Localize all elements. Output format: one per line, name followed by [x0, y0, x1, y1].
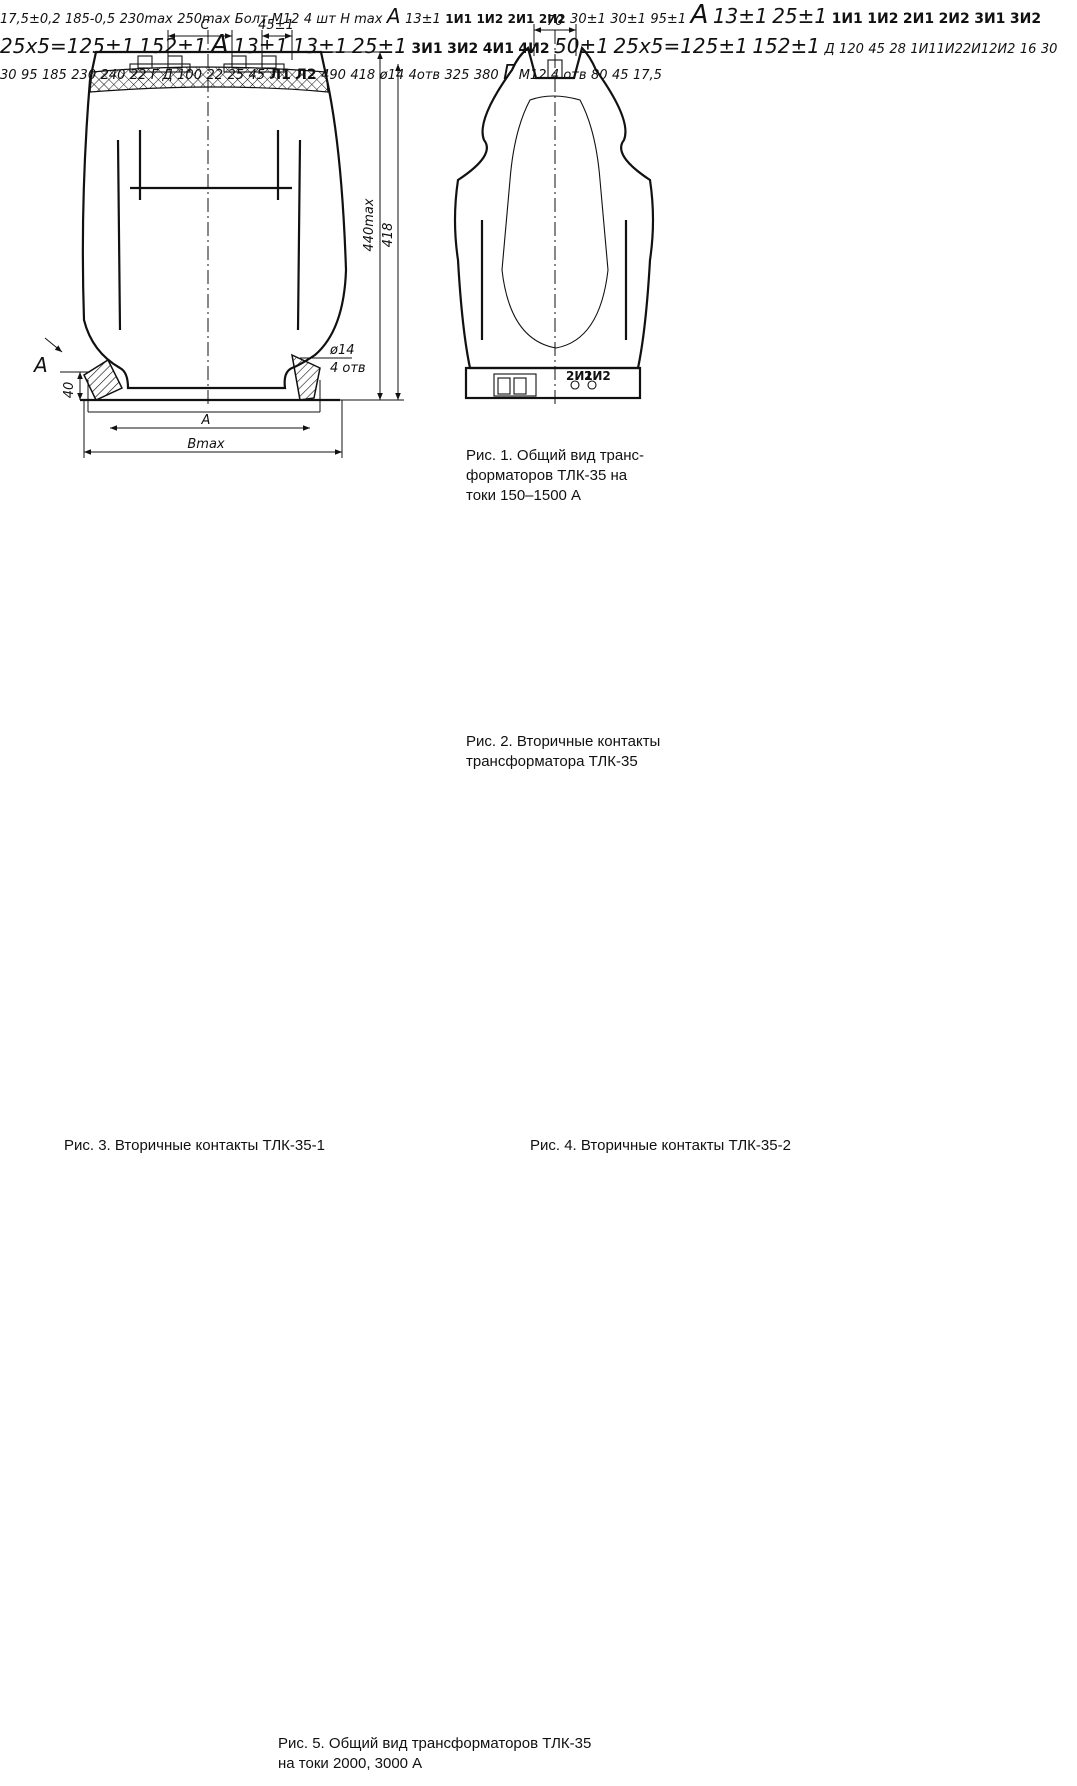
fig3-dim-25: 25±1 — [772, 4, 828, 28]
fig1-plan-dim-185: 185-0,5 — [64, 12, 116, 27]
fig5-front-dim-380: 380 — [473, 68, 499, 83]
fig5-side-dim-120: 120 — [839, 42, 864, 57]
fig5-side-terms: 1И11И22И12И2 — [910, 42, 1016, 57]
fig5-side-dim-28: 28 — [889, 42, 906, 57]
fig4-term-1: 3И1 — [411, 41, 443, 57]
fig3-caption: Рис. 3. Вторичные контакты ТЛК-35-1 — [64, 1137, 325, 1154]
fig1-dim-bmax: Bmax — [187, 437, 225, 452]
fig5-plan-view-label: Г — [503, 60, 515, 84]
fig1-term-1: 2И1 — [566, 369, 593, 383]
fig1-side-view — [453, 24, 655, 405]
fig2-term-4: 2И2 — [538, 12, 566, 26]
fig1-plan-bolt-count: 4 шт — [303, 12, 336, 27]
fig5-caption: Рис. 5. Общий вид трансформаторов ТЛК-35… — [278, 1735, 592, 1772]
fig1-dim-c: C — [200, 18, 210, 33]
fig3-term-6: 3И2 — [1009, 11, 1042, 27]
fig2-caption: Рис. 2. Вторичные контакты трансформатор… — [466, 733, 661, 770]
fig4-term-3: 4И1 — [482, 41, 514, 57]
fig1-caption: Рис. 1. Общий вид транс- форматоров ТЛК-… — [466, 447, 645, 504]
fig5-side-dim-30b: 30 — [0, 68, 17, 83]
fig1-plan-dim-hmax: H max — [340, 12, 383, 27]
fig5-front-dim-418: 418 — [350, 68, 376, 83]
fig3-view: A — [690, 0, 709, 30]
fig1-plan-bolt: Болт М12 — [234, 12, 300, 27]
fig1-dim-440: 440max — [362, 198, 377, 251]
fig1-plan-dim-175: 17,5±0,2 — [0, 12, 61, 27]
fig1-dim-40: 40 — [62, 382, 77, 399]
fig2-dim-95: 95±1 — [650, 12, 687, 27]
fig3-term-1: 1И1 — [831, 11, 863, 27]
fig2-view: A — [386, 4, 401, 28]
fig3-dim-13: 13±1 — [712, 4, 768, 28]
fig1-hole-count: 4 отв — [330, 361, 366, 376]
fig5-side-dim-16: 16 — [1019, 42, 1037, 57]
fig2-term-2: 1И2 — [476, 12, 504, 26]
fig3-term-2: 1И2 — [867, 11, 899, 27]
fig5-side-view-label: Д — [824, 42, 835, 57]
fig5-plan-dim-45: 45 — [611, 68, 629, 83]
fig2-dim-30b: 30±1 — [610, 12, 646, 27]
fig2-term-1: 1И1 — [445, 12, 472, 26]
fig4-term-2: 3И2 — [447, 41, 479, 57]
fig2-dim-13: 13±1 — [405, 12, 441, 27]
fig1-dim-418: 418 — [381, 223, 396, 248]
fig1-front-view — [44, 30, 404, 458]
fig5-side-dim-185: 185 — [42, 68, 67, 83]
fig2-dim-30a: 30±1 — [570, 12, 606, 27]
fig4-dim-13b: 13±1 — [292, 34, 348, 58]
fig5-front-dim-325: 325 — [444, 68, 470, 83]
fig5-plan-bolt: М12 — [518, 68, 547, 83]
fig5-front-hole-count: 4отв — [408, 68, 441, 83]
fig3-term-3: 2И1 — [902, 11, 935, 27]
fig3-dim-125: 25x5=125±1 — [0, 34, 135, 58]
fig5-side-dim-30a: 30 — [1040, 42, 1058, 57]
fig5-plan-bolt-count: 4 отв — [550, 68, 587, 83]
fig2-term-3: 2И1 — [507, 12, 535, 26]
fig1-dim-a: A — [201, 413, 211, 428]
fig1-plan-dim-250: 250max — [177, 12, 231, 27]
fig5-side-dim-45: 45 — [868, 42, 885, 57]
fig5-side-dim-95: 95 — [21, 68, 38, 83]
fig3-term-5: 3И1 — [974, 11, 1006, 27]
fig1-dim-70: 70 — [547, 14, 564, 29]
fig1-hole: ø14 — [329, 343, 355, 358]
fig1-dim-45: 45±1 — [258, 18, 294, 33]
fig1-term-2: 2И2 — [584, 369, 611, 383]
fig3-term-4: 2И2 — [938, 11, 970, 27]
fig5-plan-dim-175: 17,5 — [632, 68, 662, 83]
fig4-dim-152: 152±1 — [752, 34, 820, 58]
fig4-dim-125: 25x5=125±1 — [613, 34, 748, 58]
fig4-caption: Рис. 4. Вторичные контакты ТЛК-35-2 — [530, 1137, 791, 1154]
fig1-plan-dim-230: 230max — [119, 12, 173, 27]
fig1-view-a: A — [32, 353, 48, 377]
